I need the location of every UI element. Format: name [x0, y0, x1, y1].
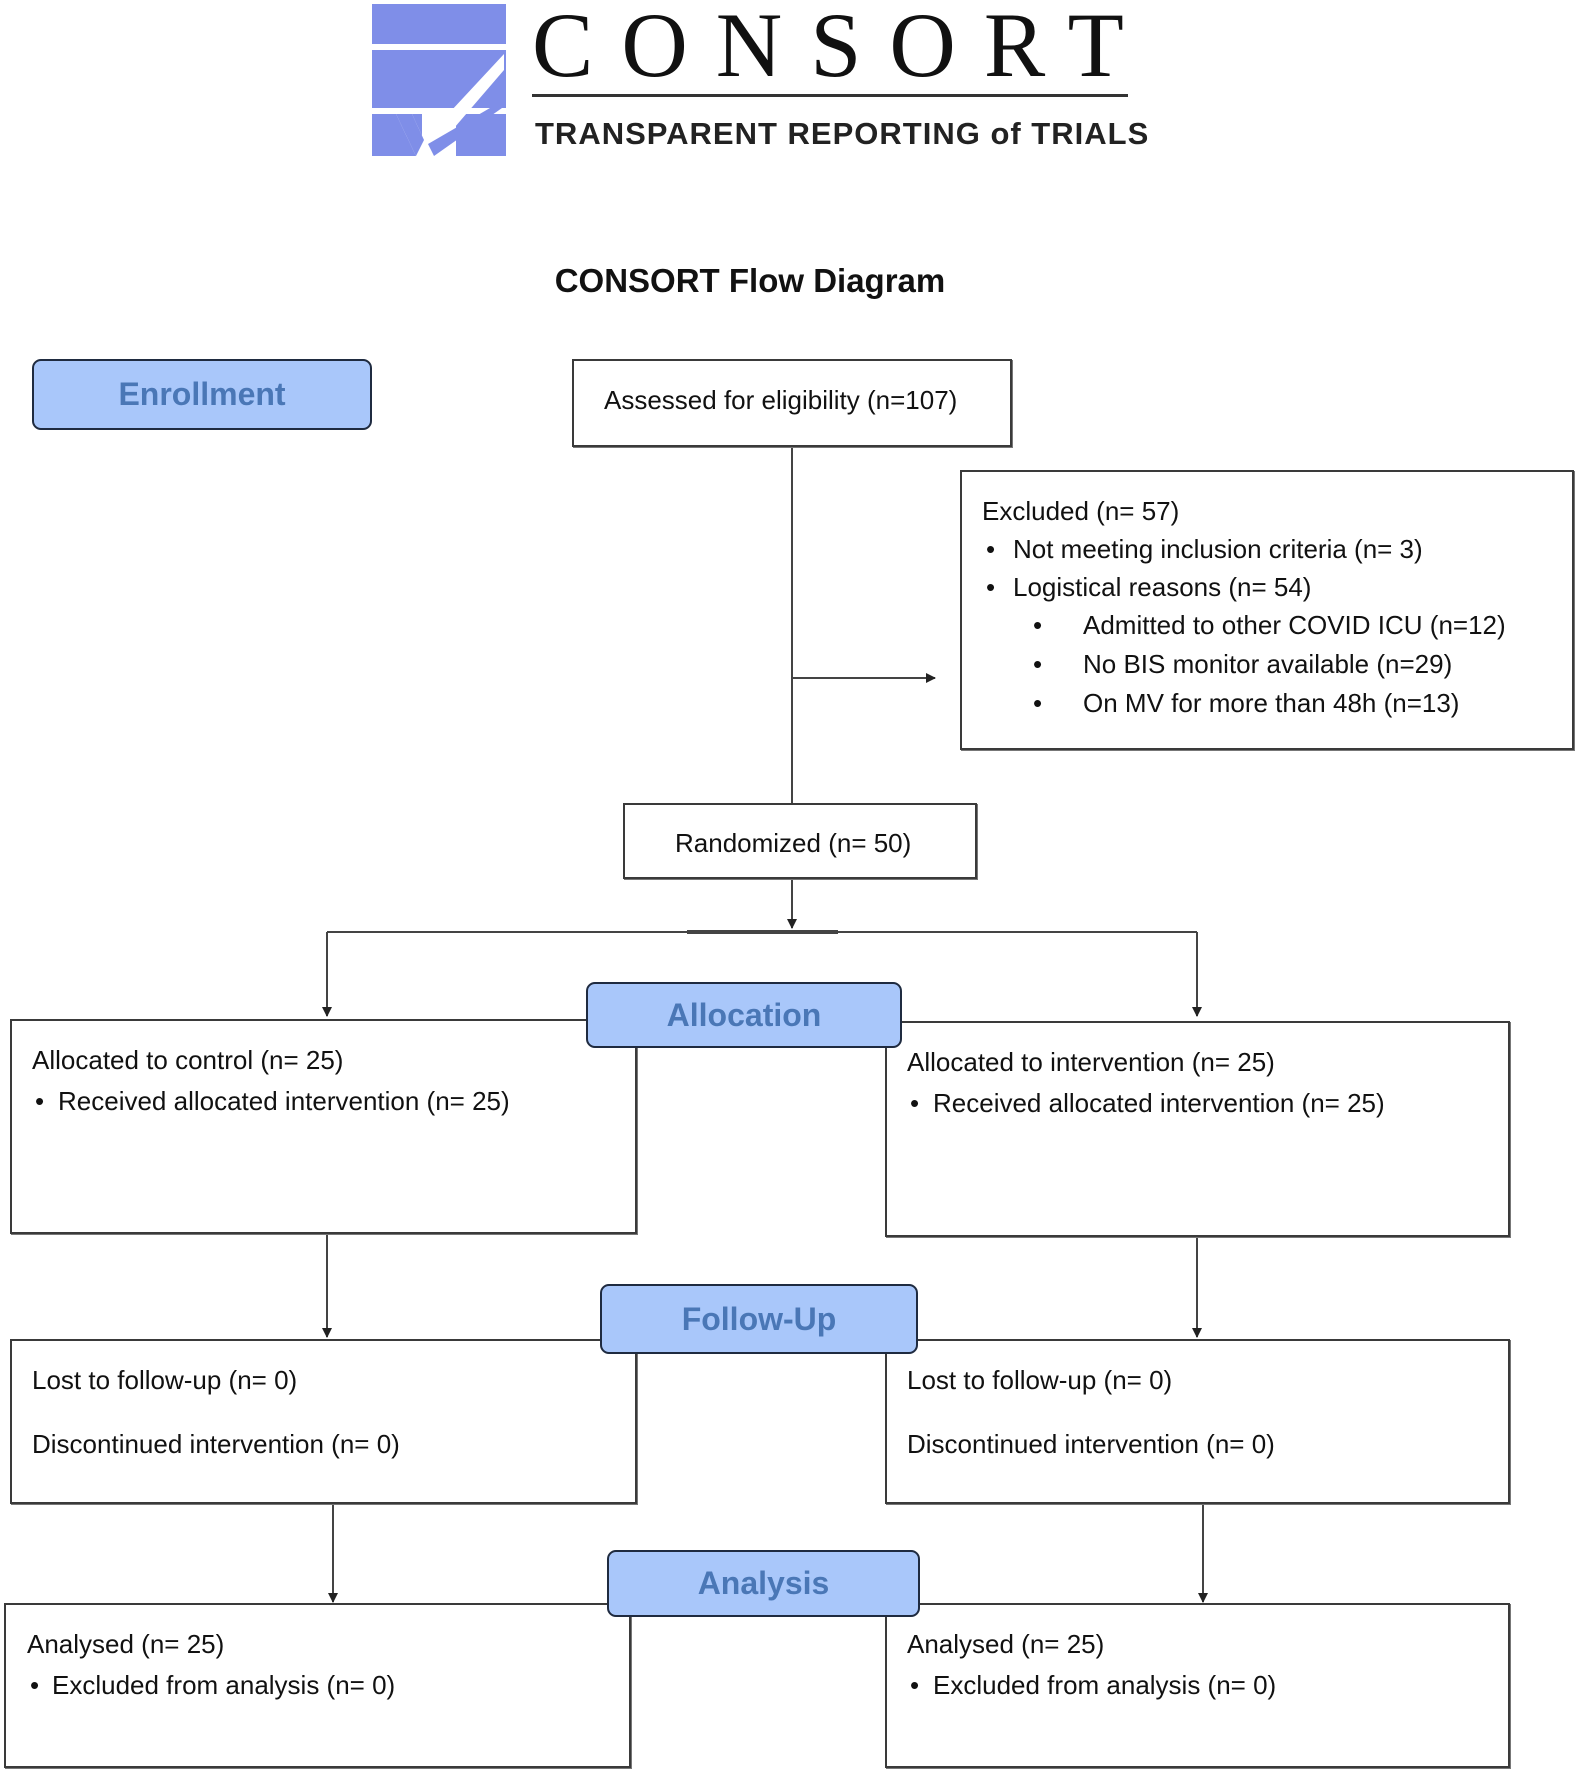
bullet-icon: •	[1033, 688, 1043, 718]
control-followup-box: Lost to follow-up (n= 0) Discontinued in…	[10, 1339, 637, 1504]
assessed-box: Assessed for eligibility (n=107)	[572, 359, 1012, 447]
control-allocated-text: Allocated to control (n= 25)	[32, 1045, 344, 1075]
bullet-icon: •	[910, 1670, 920, 1700]
randomized-box: Randomized (n= 50)	[623, 803, 977, 879]
intervention-followup-box: Lost to follow-up (n= 0) Discontinued in…	[885, 1339, 1510, 1504]
control-received-text: Received allocated intervention (n= 25)	[58, 1086, 510, 1116]
bullet-icon: •	[986, 534, 996, 564]
intervention-excluded-analysis-text: Excluded from analysis (n= 0)	[933, 1670, 1277, 1700]
intervention-received-text: Received allocated intervention (n= 25)	[933, 1088, 1385, 1118]
control-excluded-analysis-text: Excluded from analysis (n= 0)	[52, 1670, 396, 1700]
intervention-allocated-text: Allocated to intervention (n= 25)	[907, 1047, 1275, 1077]
control-lost-text: Lost to follow-up (n= 0)	[32, 1365, 298, 1395]
excluded-sub-reason: Admitted to other COVID ICU (n=12)	[1083, 610, 1506, 640]
excluded-box: Excluded (n= 57) • Not meeting inclusion…	[960, 470, 1574, 750]
assessed-text: Assessed for eligibility (n=107)	[604, 385, 958, 415]
intervention-lost-text: Lost to follow-up (n= 0)	[907, 1365, 1173, 1395]
bullet-icon: •	[910, 1088, 920, 1118]
logo-rule	[532, 94, 1128, 97]
intervention-analysis-box: Analysed (n= 25) • Excluded from analysi…	[885, 1603, 1510, 1768]
stage-analysis: Analysis	[607, 1550, 920, 1617]
logo-tagline: TRANSPARENT REPORTING of TRIALS	[535, 116, 1150, 151]
control-discontinued-text: Discontinued intervention (n= 0)	[32, 1429, 400, 1459]
stage-enrollment: Enrollment	[32, 359, 372, 430]
bullet-icon: •	[986, 572, 996, 602]
logo-wordmark: CONSORT	[532, 0, 1152, 96]
consort-check-icon	[372, 4, 506, 156]
control-analysed-text: Analysed (n= 25)	[27, 1629, 225, 1659]
intervention-allocation-box: Allocated to intervention (n= 25) • Rece…	[885, 1021, 1510, 1237]
intervention-analysed-text: Analysed (n= 25)	[907, 1629, 1105, 1659]
randomized-text: Randomized (n= 50)	[675, 828, 912, 858]
intervention-discontinued-text: Discontinued intervention (n= 0)	[907, 1429, 1275, 1459]
control-analysis-box: Analysed (n= 25) • Excluded from analysi…	[4, 1603, 631, 1768]
stage-follow-up: Follow-Up	[600, 1284, 918, 1354]
diagram-title: CONSORT Flow Diagram	[554, 262, 946, 299]
excluded-sub-reason: On MV for more than 48h (n=13)	[1083, 688, 1460, 718]
bullet-icon: •	[1033, 649, 1043, 679]
bullet-icon: •	[30, 1670, 40, 1700]
stage-allocation: Allocation	[586, 982, 902, 1048]
excluded-reason: Not meeting inclusion criteria (n= 3)	[1013, 534, 1423, 564]
excluded-heading: Excluded (n= 57)	[982, 496, 1180, 526]
excluded-reason: Logistical reasons (n= 54)	[1013, 572, 1312, 602]
bullet-icon: •	[35, 1086, 45, 1116]
bullet-icon: •	[1033, 610, 1043, 640]
control-allocation-box: Allocated to control (n= 25) • Received …	[10, 1019, 637, 1234]
excluded-sub-reason: No BIS monitor available (n=29)	[1083, 649, 1453, 679]
